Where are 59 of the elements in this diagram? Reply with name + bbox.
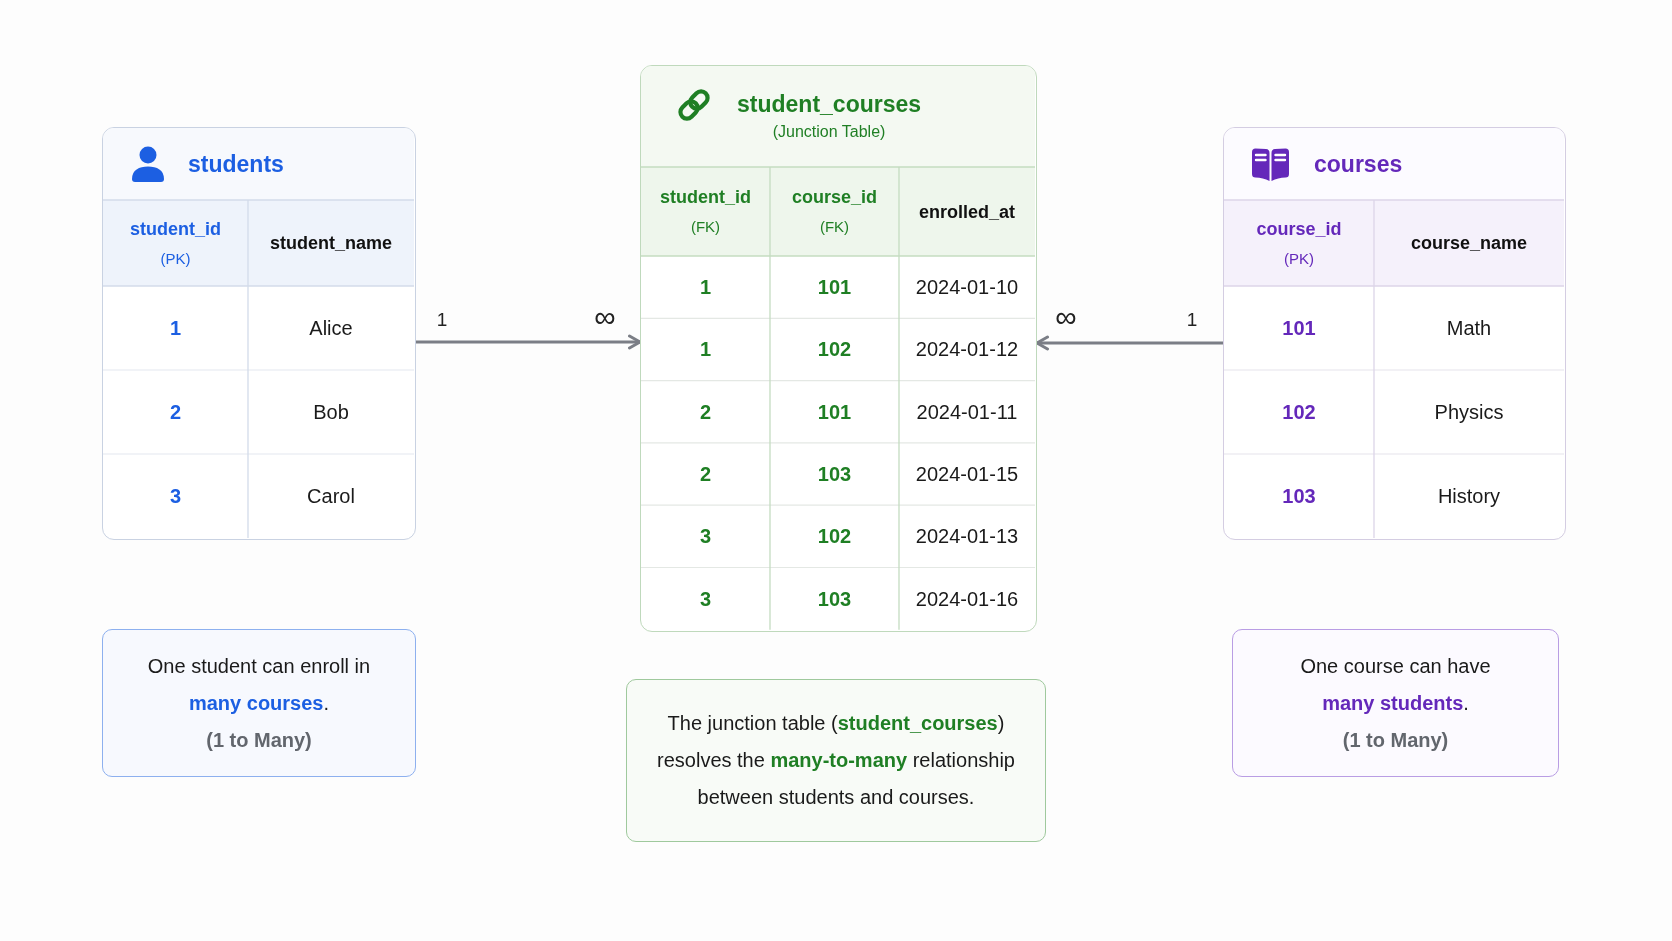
arrow bbox=[1035, 335, 1225, 351]
table-title: courses bbox=[1314, 150, 1403, 179]
row-value: 103 bbox=[1282, 484, 1316, 508]
row-value: 103 bbox=[817, 586, 852, 611]
cardinality-label: 1 bbox=[1186, 309, 1198, 329]
row-value: 1 bbox=[699, 337, 712, 362]
row-value: 2024-01-13 bbox=[915, 524, 1019, 549]
cardinality-label: ∞ bbox=[594, 302, 616, 332]
row-value: 1 bbox=[699, 275, 712, 300]
table-subtitle: (Junction Table) bbox=[772, 121, 886, 142]
table-title: student_courses bbox=[737, 89, 922, 119]
row-value: 102 bbox=[1282, 400, 1316, 424]
arrow bbox=[414, 334, 642, 350]
row-value: Physics bbox=[1434, 400, 1504, 424]
key-tag: (FK) bbox=[819, 217, 850, 237]
column-name: student_id bbox=[660, 186, 751, 208]
note-text: One student can enroll in many courses. bbox=[146, 653, 372, 716]
note-card bbox=[626, 679, 1046, 842]
column-name: course_id bbox=[1256, 217, 1342, 240]
column-name: course_name bbox=[1410, 232, 1528, 254]
key-tag: (PK) bbox=[1284, 248, 1314, 269]
column-name: enrolled_at bbox=[919, 200, 1015, 223]
row-value: Math bbox=[1446, 316, 1492, 340]
row-value: History bbox=[1437, 484, 1501, 508]
row-value: 3 bbox=[699, 524, 712, 549]
row-value: 2 bbox=[169, 400, 182, 424]
key-tag: (PK) bbox=[160, 248, 191, 269]
row-value: Alice bbox=[309, 316, 353, 340]
row-value: 2 bbox=[699, 462, 712, 487]
row-value: 102 bbox=[817, 337, 852, 362]
row-value: 2024-01-10 bbox=[915, 275, 1019, 300]
key-tag: (FK) bbox=[690, 217, 721, 237]
note-card bbox=[1232, 629, 1559, 777]
table-title: students bbox=[188, 150, 284, 179]
row-value: 101 bbox=[817, 275, 852, 300]
row-value: 2024-01-16 bbox=[915, 586, 1019, 611]
row-value: Bob bbox=[313, 400, 349, 424]
cardinality-label: 1 bbox=[436, 309, 448, 329]
row-value: 101 bbox=[1282, 316, 1316, 340]
cardinality-label: ∞ bbox=[1055, 302, 1077, 332]
row-value: Carol bbox=[307, 484, 355, 508]
row-value: 103 bbox=[817, 462, 852, 487]
row-value: 2024-01-15 bbox=[915, 462, 1019, 487]
cardinality-note: (1 to Many) bbox=[206, 727, 312, 753]
note-card bbox=[102, 629, 416, 777]
row-value: 2024-01-12 bbox=[915, 337, 1019, 362]
note-text: The junction table (student_courses) resolves the many-to-many relationship between students and courses. bbox=[656, 711, 1016, 810]
row-value: 102 bbox=[817, 524, 852, 549]
column-name: student_name bbox=[270, 232, 392, 254]
row-value: 101 bbox=[817, 399, 852, 424]
column-name: student_id bbox=[130, 217, 221, 240]
row-value: 3 bbox=[699, 586, 712, 611]
column-name: course_id bbox=[791, 186, 877, 208]
row-value: 1 bbox=[169, 316, 182, 340]
cardinality-note: (1 to Many) bbox=[1342, 727, 1449, 753]
note-text: One course can have many students. bbox=[1299, 653, 1492, 716]
row-value: 2 bbox=[699, 399, 712, 424]
row-value: 3 bbox=[169, 484, 182, 508]
row-value: 2024-01-11 bbox=[916, 399, 1018, 424]
